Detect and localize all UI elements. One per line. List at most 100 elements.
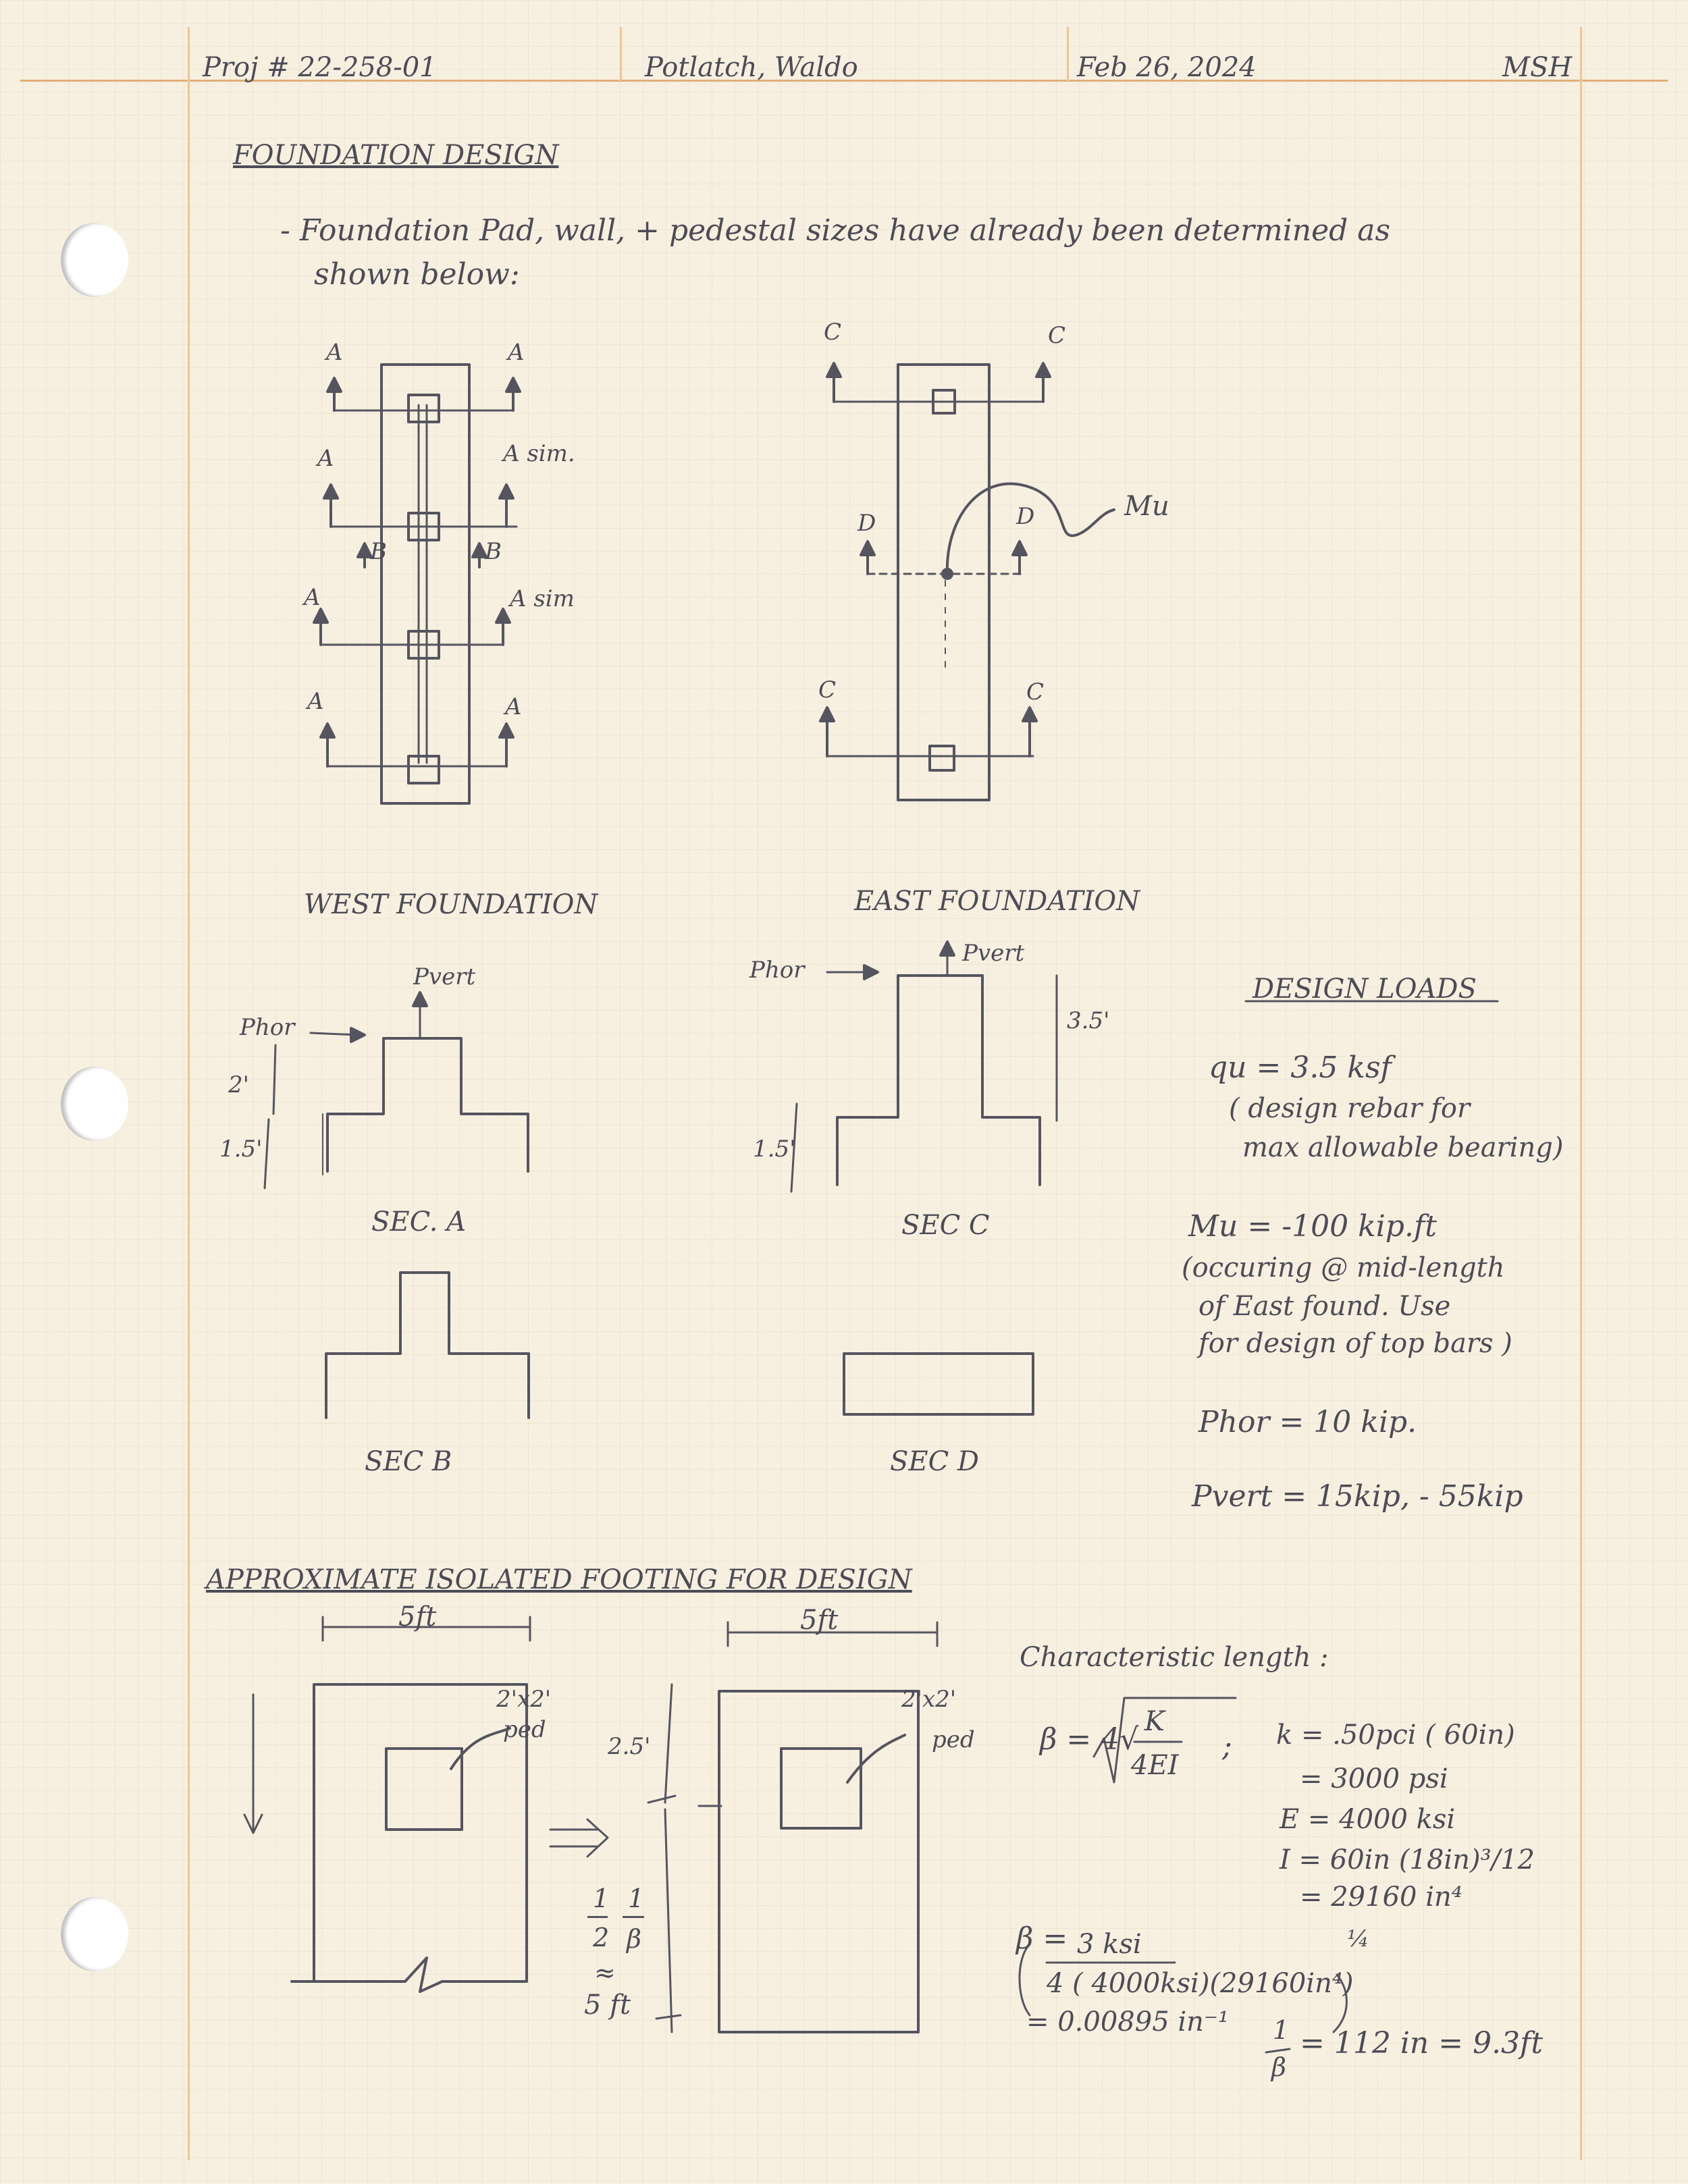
k-value-2: = 3000 psi	[1300, 1763, 1448, 1794]
cut-label-a-sim: A sim.	[503, 440, 575, 467]
section-c-dim-3-5: 3.5'	[1067, 1007, 1110, 1034]
cut-label-c-1: C	[824, 319, 842, 346]
beta-denominator: 4 ( 4000ksi)(29160in⁴)	[1047, 1968, 1354, 1999]
beta-fraction-den: β	[627, 1924, 641, 1954]
west-foundation-label: WEST FOUNDATION	[304, 889, 598, 920]
intro-line-1: - Foundation Pad, wall, + pedestal sizes…	[280, 213, 1391, 248]
cut-label-a-5: A	[307, 688, 324, 715]
author-initials: MSH	[1502, 52, 1573, 83]
cut-label-c-3: C	[818, 676, 837, 703]
cut-label-a-6: A	[505, 693, 522, 720]
beta-value: = 0.00895 in⁻¹	[1026, 2006, 1230, 2037]
cut-label-a-2: A	[508, 339, 525, 366]
section-d-drawing	[843, 1352, 1034, 1416]
inverse-beta-value: = 112 in = 9.3ft	[1300, 2026, 1544, 2060]
section-b-drawing	[325, 1271, 530, 1419]
beta-exponent: ¼	[1347, 1925, 1369, 1952]
cut-label-a-sim-2: A sim	[510, 585, 575, 612]
section-c-pvert: Pvert	[962, 940, 1025, 967]
section-c-label: SEC C	[901, 1210, 990, 1241]
project-number: Proj # 22-258-01	[203, 52, 437, 83]
beta-numerator: 3 ksi	[1077, 1929, 1142, 1960]
cut-label-c-2: C	[1048, 322, 1066, 349]
inverse-beta-den: β	[1271, 2052, 1286, 2082]
beta-k: K	[1144, 1706, 1165, 1737]
mu-value: Mu = -100 kip.ft	[1188, 1209, 1437, 1244]
approx-equal: ≈	[594, 1958, 616, 1988]
calc-marks	[1018, 1697, 1348, 2054]
cut-label-c-4: C	[1026, 678, 1045, 705]
cut-label-d-1: D	[858, 510, 876, 537]
qu-value: qu = 3.5 ksf	[1209, 1050, 1392, 1085]
five-ft-value: 5 ft	[584, 1990, 631, 2021]
left-width-5ft: 5ft	[398, 1601, 437, 1632]
west-foundation-plan	[313, 363, 521, 805]
inverse-beta-num: 1	[1273, 2015, 1290, 2045]
section-a-drawing	[263, 991, 529, 1190]
approx-footing-left	[243, 1616, 609, 1993]
k-value: k = .50pci ( 60in)	[1276, 1720, 1515, 1751]
qu-note-1: ( design rebar for	[1229, 1093, 1471, 1124]
section-a-label: SEC. A	[371, 1206, 467, 1237]
binder-hole-bottom	[61, 1897, 128, 1971]
section-a-dim-1-5: 1.5'	[219, 1136, 263, 1163]
section-a-dim-2: 2'	[228, 1071, 249, 1098]
cut-label-b-1: B	[370, 538, 387, 565]
left-ped-label: ped	[503, 1716, 546, 1743]
section-c-phor: Phor	[749, 957, 805, 984]
pvert-value: Pvert = 15kip, - 55kip	[1192, 1479, 1523, 1514]
beta-equals: β =	[1016, 1921, 1068, 1956]
semicolon: ;	[1222, 1729, 1232, 1763]
e-value: E = 4000 ksi	[1280, 1804, 1456, 1835]
right-ped-size: 2'x2'	[901, 1686, 957, 1713]
mu-note-3: for design of top bars )	[1198, 1328, 1512, 1359]
mu-note-2: of East found. Use	[1198, 1291, 1451, 1322]
section-b-label: SEC B	[365, 1446, 452, 1477]
cut-label-a-3: A	[317, 445, 334, 472]
section-a-pvert: Pvert	[413, 963, 476, 990]
header-divider-2	[1067, 27, 1069, 81]
phor-value: Phor = 10 kip.	[1198, 1405, 1417, 1439]
cut-label-d-2: D	[1016, 503, 1035, 530]
design-loads-title: DESIGN LOADS	[1252, 974, 1477, 1005]
section-c-drawing	[790, 940, 1058, 1193]
approx-footing-right	[647, 1621, 939, 2033]
moment-label: Mu	[1124, 491, 1169, 522]
section-d-label: SEC D	[890, 1446, 979, 1477]
beta-fraction-bar	[623, 1916, 644, 1918]
dim-2-5: 2.5'	[608, 1733, 651, 1760]
cut-label-b-2: B	[485, 538, 502, 565]
binder-hole-top	[61, 223, 128, 297]
intro-line-2: shown below:	[314, 257, 520, 292]
east-foundation-plan	[819, 362, 1115, 801]
approx-footing-title: APPROXIMATE ISOLATED FOOTING FOR DESIGN	[206, 1564, 912, 1595]
cut-label-a-4: A	[304, 584, 321, 611]
right-ped-label: ped	[932, 1726, 975, 1753]
right-width-5ft: 5ft	[800, 1605, 839, 1636]
section-c-dim-1-5: 1.5'	[753, 1136, 796, 1163]
east-foundation-label: EAST FOUNDATION	[854, 886, 1140, 917]
page-title: FOUNDATION DESIGN	[233, 140, 559, 171]
sheet-date: Feb 26, 2024	[1077, 52, 1257, 83]
half-denominator: 2	[593, 1923, 610, 1952]
cut-label-a-1: A	[326, 339, 343, 366]
characteristic-length-label: Characteristic length :	[1020, 1642, 1329, 1673]
beta-4ei: 4EI	[1131, 1750, 1179, 1781]
beta-fraction-num: 1	[628, 1884, 645, 1913]
qu-note-2: max allowable bearing)	[1242, 1132, 1564, 1163]
header-rule	[20, 80, 1668, 82]
mu-note-1: (occuring @ mid-length	[1182, 1252, 1505, 1283]
half-fraction-bar	[587, 1916, 608, 1918]
half-numerator: 1	[593, 1884, 610, 1913]
beta-definition: β = 4√	[1040, 1722, 1139, 1757]
left-margin-rule	[188, 27, 190, 2160]
i-value: I = 60in (18in)³/12	[1280, 1844, 1535, 1875]
client-name: Potlatch, Waldo	[645, 52, 858, 83]
binder-hole-middle	[61, 1067, 128, 1141]
right-margin-rule	[1580, 27, 1582, 2160]
i-value-2: = 29160 in⁴	[1300, 1882, 1462, 1913]
header-divider-1	[620, 27, 622, 81]
section-a-phor: Phor	[240, 1014, 295, 1041]
